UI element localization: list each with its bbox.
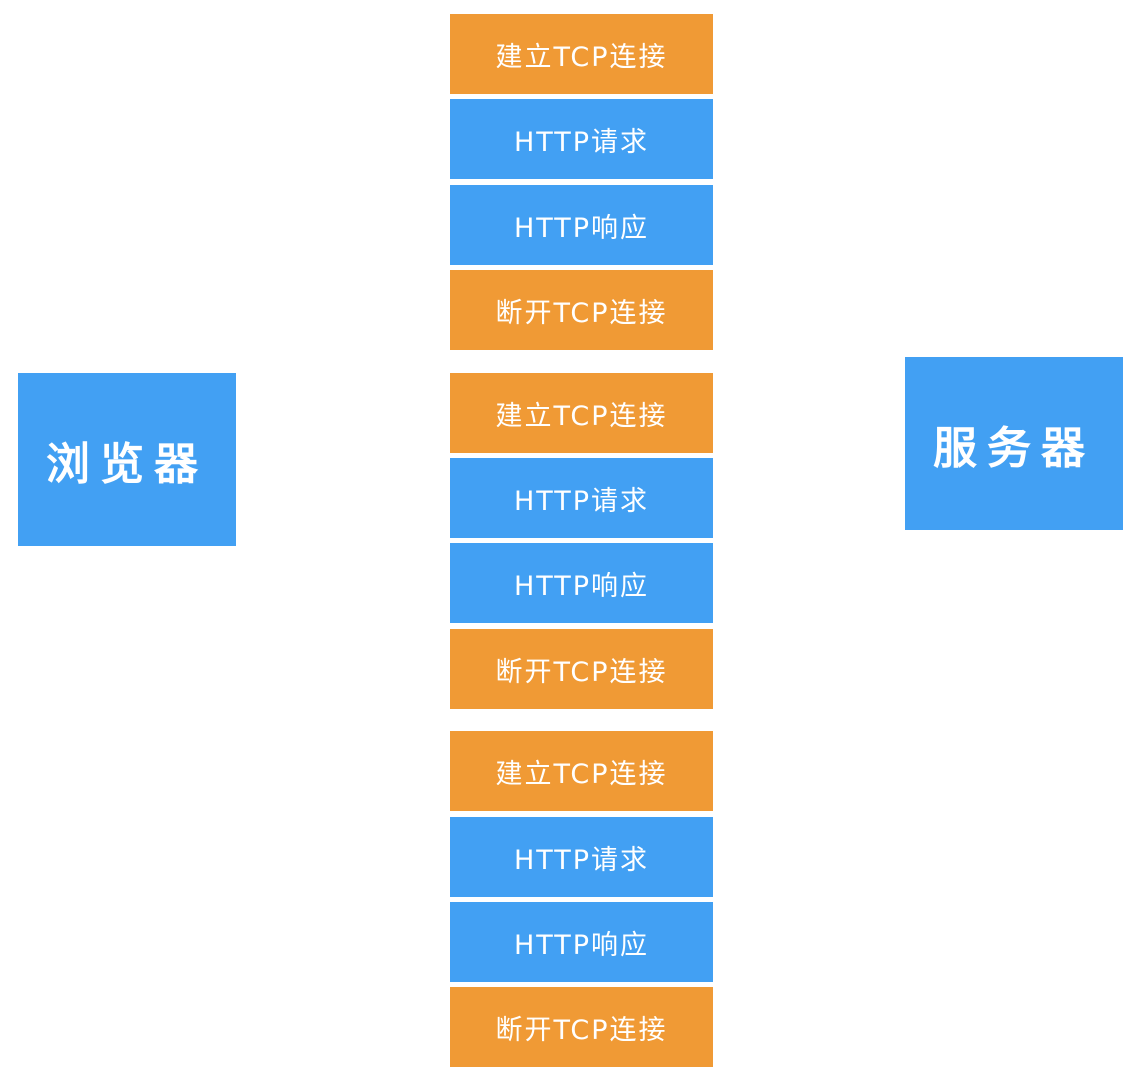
browser-node: 浏览器 xyxy=(18,373,236,546)
step-connect: 建立TCP连接 xyxy=(450,731,713,811)
step-connect: 建立TCP连接 xyxy=(450,14,713,94)
step-response: HTTP响应 xyxy=(450,543,713,623)
step-disconnect: 断开TCP连接 xyxy=(450,987,713,1067)
step-response: HTTP响应 xyxy=(450,902,713,982)
server-node: 服务器 xyxy=(905,357,1123,530)
step-request: HTTP请求 xyxy=(450,817,713,897)
server-label: 服务器 xyxy=(933,422,1095,474)
step-disconnect: 断开TCP连接 xyxy=(450,270,713,350)
browser-label: 浏览器 xyxy=(46,438,208,490)
step-connect: 建立TCP连接 xyxy=(450,373,713,453)
step-disconnect: 断开TCP连接 xyxy=(450,629,713,709)
step-request: HTTP请求 xyxy=(450,99,713,179)
step-response: HTTP响应 xyxy=(450,185,713,265)
step-request: HTTP请求 xyxy=(450,458,713,538)
